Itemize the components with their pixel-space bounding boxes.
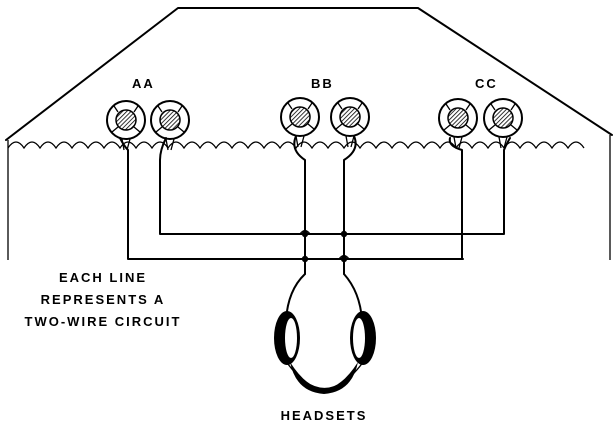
jack-b1	[280, 97, 320, 148]
note-line-3: TWO-WIRE CIRCUIT	[25, 314, 182, 329]
jack-group-label-a: AA	[132, 76, 155, 91]
panel-bottom-edge	[7, 141, 585, 150]
note-line-1: EACH LINE	[59, 270, 147, 285]
jack-c2	[483, 98, 523, 149]
note-line-2: REPRESENTS A	[41, 292, 166, 307]
headset	[274, 273, 376, 394]
jack-b2	[330, 97, 370, 148]
jack-a2	[150, 100, 190, 151]
panel-outline	[5, 7, 613, 141]
jack-c1	[438, 98, 478, 149]
headsets-caption: HEADSETS	[281, 408, 368, 423]
jack-a1	[106, 100, 146, 151]
jack-group-label-c: CC	[475, 76, 498, 91]
jack-group-label-b: BB	[311, 76, 334, 91]
wiring	[119, 135, 511, 275]
